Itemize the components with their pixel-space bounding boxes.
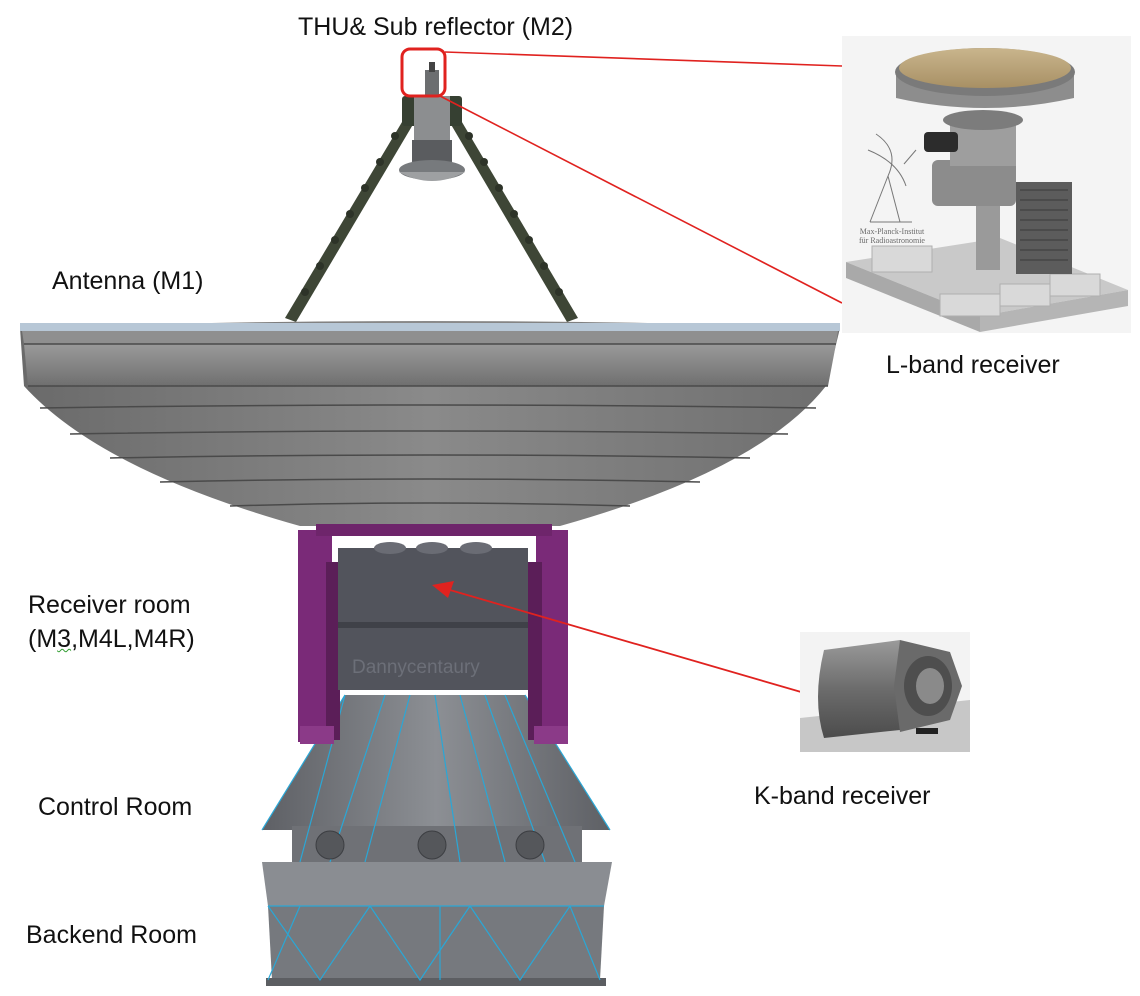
quadrupod xyxy=(285,112,578,322)
watermark: Dannycentaury xyxy=(352,657,480,678)
mpifr-logo-line2: für Radioastronomie xyxy=(859,236,925,245)
subreflector-callout-box xyxy=(400,47,447,98)
l-band-inset: Max-Planck-Institut für Radioastronomie xyxy=(842,36,1131,333)
antenna-label: Antenna (M1) xyxy=(52,267,204,295)
k-band-label: K-band receiver xyxy=(754,782,931,810)
receiver-room-label-part-b: 3 xyxy=(57,625,72,653)
support-frame xyxy=(298,524,568,744)
receiver-room-label-line2: (M3,M4L,M4R) xyxy=(28,624,195,654)
receiver-room-box xyxy=(338,542,528,690)
subreflector-label: THU& Sub reflector (M2) xyxy=(298,13,574,41)
k-band-arrowhead xyxy=(432,581,454,598)
subreflector-assembly xyxy=(399,62,465,181)
l-band-label: L-band receiver xyxy=(886,351,1060,379)
callout-line-bottom xyxy=(439,95,843,304)
mpifr-logo-icon xyxy=(867,133,917,223)
mpifr-logo-line1: Max-Planck-Institut xyxy=(860,227,925,236)
control-room-label: Control Room xyxy=(38,793,193,821)
receiver-room-label-line1: Receiver room xyxy=(28,591,191,619)
tower xyxy=(261,694,612,986)
backend-room-label: Backend Room xyxy=(26,921,197,949)
receiver-room-label-part-a: (M xyxy=(28,625,58,653)
callout-line-top xyxy=(444,51,843,67)
main-dish xyxy=(20,321,840,526)
k-band-callout-line xyxy=(449,589,809,695)
receiver-room-label-part-c: ,M4L,M4R) xyxy=(71,625,195,653)
k-band-inset xyxy=(800,632,970,752)
